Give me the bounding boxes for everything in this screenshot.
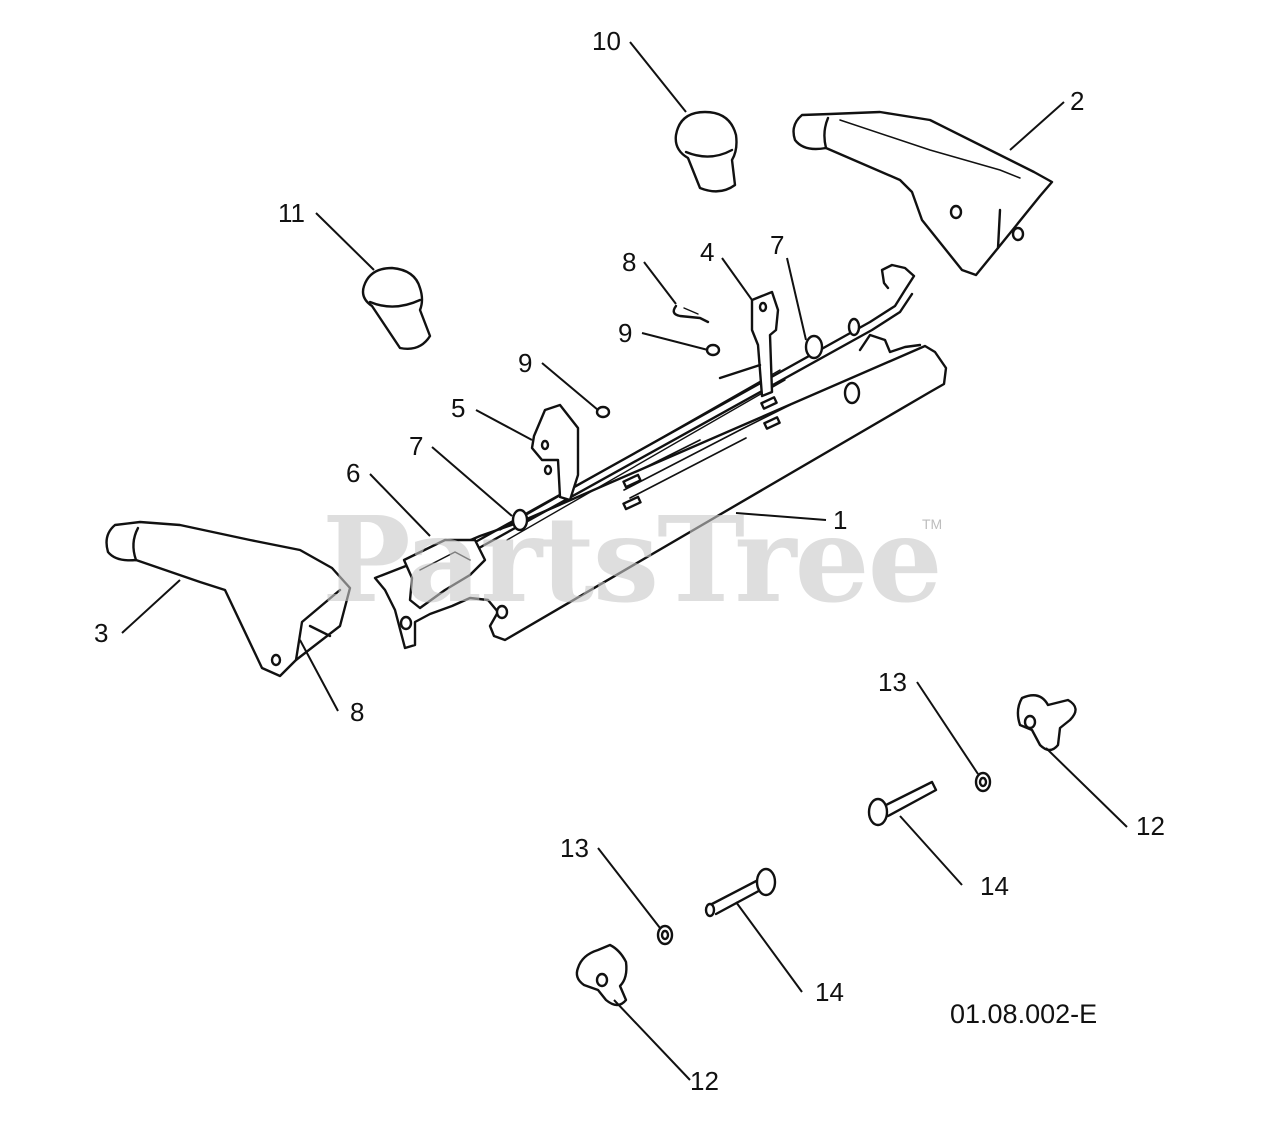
part-6-bracket xyxy=(402,538,487,610)
callout-14a: 14 xyxy=(980,871,1009,901)
callout-14b: 14 xyxy=(815,977,844,1007)
part-9-screw xyxy=(595,343,721,419)
part-14-bolt xyxy=(704,867,777,918)
part-10-knob xyxy=(674,110,738,193)
part-1-mounting-plate xyxy=(373,333,948,650)
part-2-right-handle xyxy=(792,110,1054,277)
part-12-star-knob xyxy=(575,943,628,1007)
part-5-bracket xyxy=(530,403,580,502)
part-8-clip xyxy=(672,304,710,324)
callout-13a: 13 xyxy=(878,667,907,697)
callout-9a: 9 xyxy=(618,318,633,348)
callout-8b: 8 xyxy=(350,697,365,727)
callout-7b: 7 xyxy=(770,230,785,260)
part-12-star-knob xyxy=(1016,694,1077,752)
callout-12a: 12 xyxy=(1136,811,1165,841)
callout-13b: 13 xyxy=(560,833,589,863)
part-7-washer xyxy=(804,334,824,360)
callout-9b: 9 xyxy=(518,348,533,378)
watermark-tm: TM xyxy=(922,516,943,532)
part-14-bolt xyxy=(867,780,938,827)
callout-12b: 12 xyxy=(690,1066,719,1096)
part-7-washer xyxy=(511,508,529,532)
callout-6: 6 xyxy=(346,458,361,488)
shaft-rod xyxy=(468,263,916,555)
part-4-bracket xyxy=(718,290,780,398)
callout-2: 2 xyxy=(1070,86,1085,116)
callout-1: 1 xyxy=(833,505,848,535)
callout-11: 11 xyxy=(278,198,305,228)
part-13-nut xyxy=(656,771,992,946)
watermark-logo: PartsTree xyxy=(322,490,943,629)
callout-5: 5 xyxy=(451,393,466,423)
callout-8a: 8 xyxy=(622,247,637,277)
part-11-knob xyxy=(361,266,432,350)
leader-lines xyxy=(121,41,1128,1081)
callout-10: 10 xyxy=(592,26,621,56)
diagram-reference-code: 01.08.002-E xyxy=(950,999,1098,1029)
callout-7a: 7 xyxy=(409,431,424,461)
callout-4: 4 xyxy=(700,237,715,267)
callout-3: 3 xyxy=(94,618,109,648)
part-3-left-handle xyxy=(105,520,352,678)
